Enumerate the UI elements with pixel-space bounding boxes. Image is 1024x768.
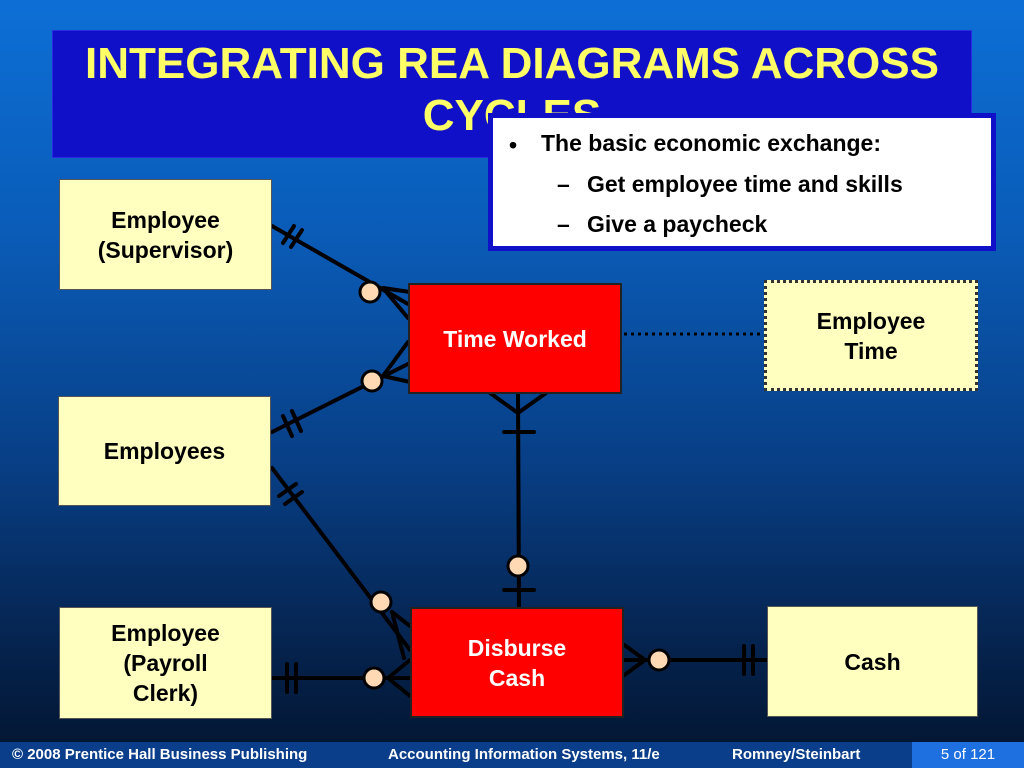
entity-employee-payroll-clerk: Employee (Payroll Clerk)	[59, 607, 272, 719]
tick-sup-1	[281, 224, 296, 245]
tick-sup-2	[289, 228, 304, 249]
footer-bar: © 2008 Prentice Hall Business Publishing…	[0, 742, 1024, 768]
dash-glyph: –	[557, 171, 570, 197]
footer-page-indicator: 5 of 121	[912, 742, 1024, 768]
callout-item-3: Give a paycheck	[587, 211, 768, 237]
circle-emp-dc	[369, 590, 393, 614]
crowsfoot-tw-3a	[488, 391, 520, 415]
footer-authors: Romney/Steinbart	[732, 746, 861, 763]
crowsfoot-tw-2a	[381, 340, 410, 378]
entity-employees: Employees	[58, 396, 271, 506]
entity-time-worked: Time Worked	[408, 283, 622, 394]
slide-title: INTEGRATING REA DIAGRAMS ACROSS CYCLES	[85, 39, 939, 140]
callout-item-1: The basic economic exchange:	[541, 130, 882, 156]
crowsfoot-dc-1a	[390, 610, 412, 628]
page-number: 5 of 121	[940, 746, 996, 763]
footer-book: Accounting Information Systems, 11/e	[388, 746, 660, 763]
line-employees-disburse	[270, 466, 412, 652]
circle-clerk	[362, 666, 386, 690]
entity-employee-time: Employee Time	[764, 280, 978, 391]
footer-copyright: © 2008 Prentice Hall Business Publishing	[12, 746, 308, 763]
crowsfoot-tw-3b	[516, 391, 548, 415]
callout-box: • The basic economic exchange: – Get emp…	[488, 113, 996, 251]
circle-cash	[647, 648, 671, 672]
circle-sup	[358, 280, 382, 304]
crowsfoot-dc-2b	[386, 676, 412, 698]
entity-employee-supervisor: Employee (Supervisor)	[59, 179, 272, 290]
crowsfoot-dc-2a	[386, 658, 412, 680]
callout-item-2: Get employee time and skills	[587, 171, 903, 197]
crowsfoot-dc-3a	[621, 642, 647, 662]
entity-disburse-cash: Disburse Cash	[410, 607, 624, 718]
line-employees-timeworked	[270, 362, 410, 434]
tick-emp-4	[283, 490, 304, 506]
crowsfoot-dc-1b	[390, 610, 406, 660]
crowsfoot-tw-2b	[381, 374, 412, 384]
crowsfoot-dc-3b	[621, 658, 647, 678]
circle-emp-tw	[360, 369, 384, 393]
dash-glyph: –	[557, 211, 570, 237]
entity-cash: Cash	[767, 606, 978, 717]
bullet-glyph: •	[509, 132, 518, 158]
tick-emp-2	[290, 409, 303, 433]
crowsfoot-tw-1a	[381, 286, 412, 294]
tick-emp-1	[281, 414, 294, 438]
circle-dc-top	[506, 554, 530, 578]
tick-emp-3	[277, 482, 298, 498]
crowsfoot-tw-1b	[381, 286, 410, 320]
